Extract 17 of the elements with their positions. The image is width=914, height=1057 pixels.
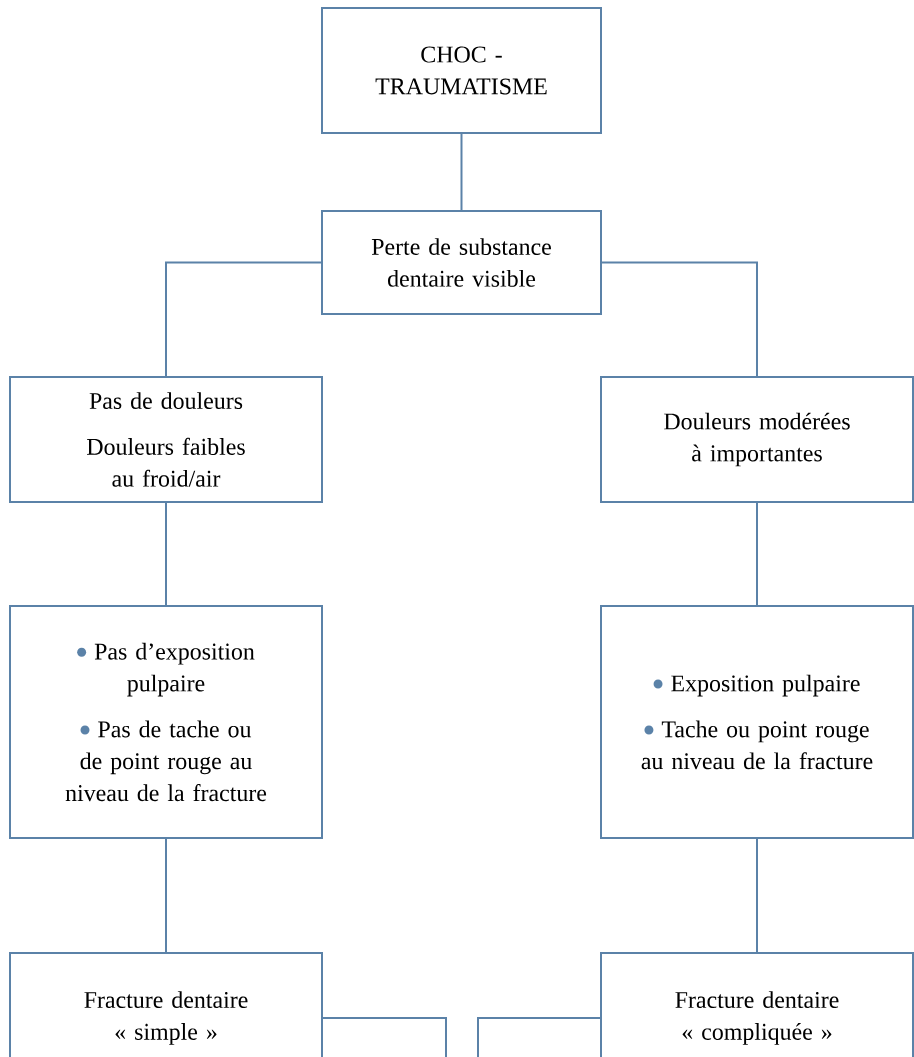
connector-line — [601, 261, 758, 377]
sign-box: Pas d’exposition pulpaire Pas de tache ou de point rouge au niveau de la fracture — [9, 605, 323, 839]
connector-line — [477, 1017, 601, 1057]
title-box: CHOC - TRAUMATISME — [321, 7, 602, 134]
result-box: Fracture dentaire « simple » — [9, 952, 323, 1057]
connector-line — [322, 1017, 447, 1057]
connector-line — [756, 838, 758, 953]
result-box: Fracture dentaire « compliquée » — [600, 952, 914, 1057]
process-box: Perte de substance dentaire visible — [321, 210, 602, 315]
symptom-box: Pas de douleurs Douleurs faibles au froid/air — [9, 376, 323, 503]
connector-line — [165, 261, 322, 377]
symptom-box: Douleurs modérées à importantes — [600, 376, 914, 503]
connector-line — [165, 502, 167, 606]
connector-line — [460, 133, 463, 211]
connector-line — [756, 502, 758, 606]
sign-box: Exposition pulpaire Tache ou point rouge au niveau de la fracture — [600, 605, 914, 839]
connector-line — [165, 838, 167, 953]
